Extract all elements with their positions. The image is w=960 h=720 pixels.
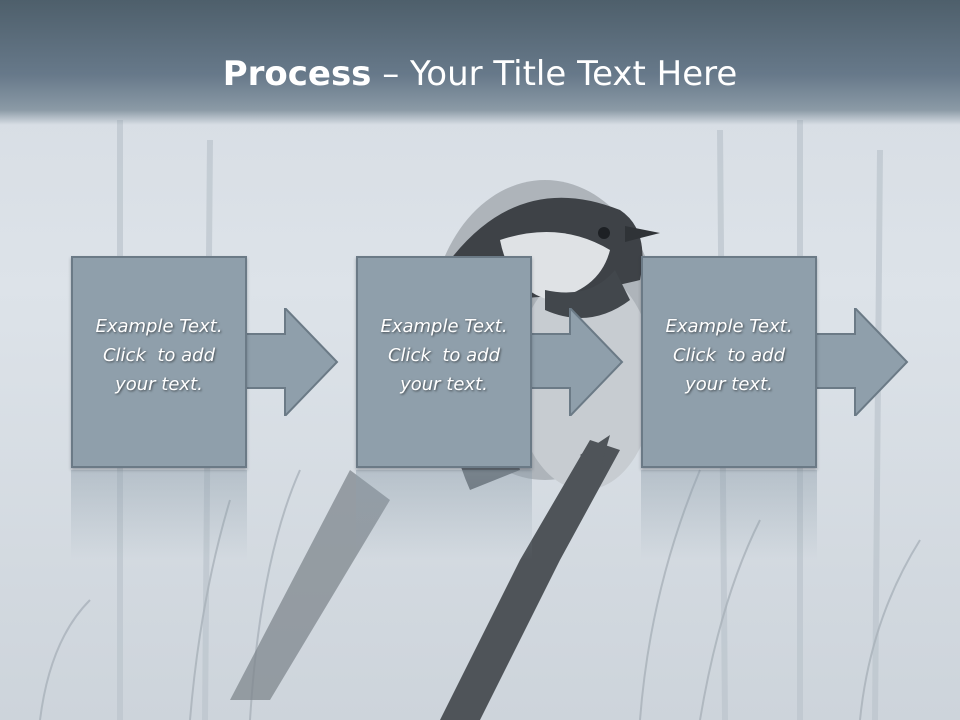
step-3-line-3: your text. (685, 374, 773, 395)
step-1-text[interactable]: Example Text. Click to add your text. (73, 312, 245, 399)
step-2-text[interactable]: Example Text. Click to add your text. (358, 312, 530, 399)
step-1-line-2: Click to add (102, 345, 215, 366)
arrow-3 (813, 308, 909, 416)
step-3-reflection (641, 470, 817, 560)
step-1-reflection (71, 470, 247, 560)
step-1-box[interactable]: Example Text. Click to add your text. (71, 256, 247, 468)
step-2-reflection (356, 470, 532, 560)
step-2-box[interactable]: Example Text. Click to add your text. (356, 256, 532, 468)
step-3-line-2: Click to add (672, 345, 785, 366)
step-2-line-2: Click to add (387, 345, 500, 366)
arrow-1 (243, 308, 339, 416)
step-1-line-1: Example Text. (95, 316, 223, 337)
step-3-box[interactable]: Example Text. Click to add your text. (641, 256, 817, 468)
slide-title[interactable]: Process – Your Title Text Here (0, 52, 960, 96)
step-2-line-1: Example Text. (380, 316, 508, 337)
title-rest-part: – Your Title Text Here (371, 54, 738, 94)
step-2-line-3: your text. (400, 374, 488, 395)
title-bold-part: Process (222, 54, 372, 94)
step-3-text[interactable]: Example Text. Click to add your text. (643, 312, 815, 399)
step-3-line-1: Example Text. (665, 316, 793, 337)
branch (440, 440, 620, 720)
title-bar (0, 0, 960, 125)
arrow-2 (528, 308, 624, 416)
step-1-line-3: your text. (115, 374, 203, 395)
